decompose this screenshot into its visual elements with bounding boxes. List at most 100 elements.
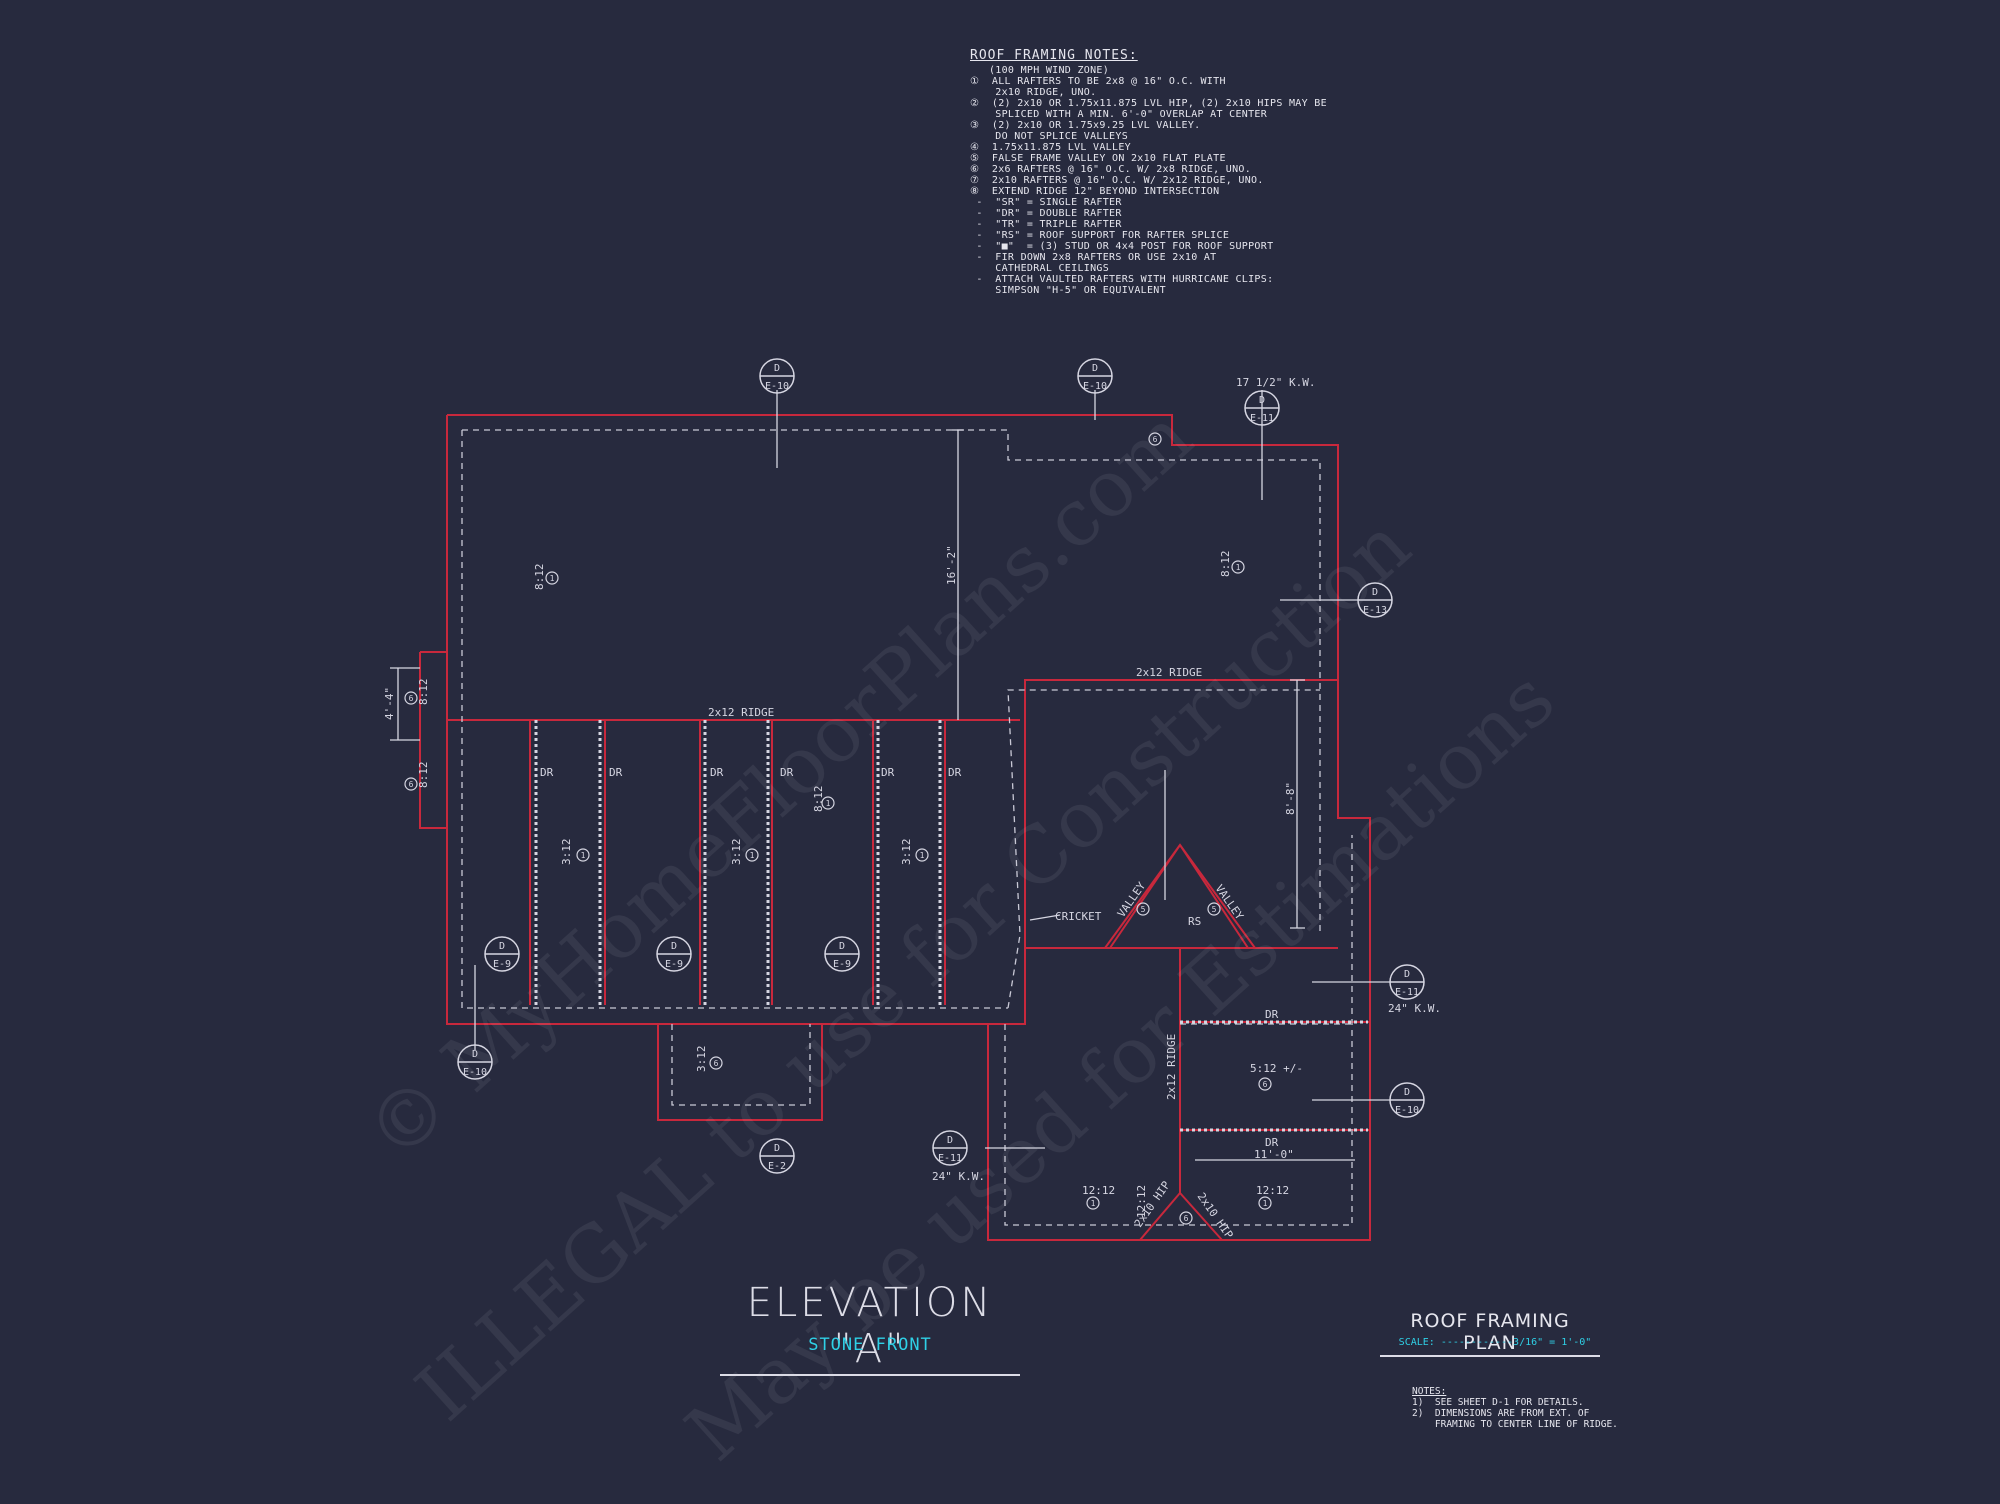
section-letter: D [774,363,780,374]
slope-label: 8:12 [417,679,430,706]
slope-label: 3:12 [900,839,913,866]
slope-label: 12:12 [1082,1184,1115,1197]
slope-label: 8:12 [1219,551,1232,578]
note-number: 6 [409,780,414,789]
double-rafters [534,720,1368,1132]
note-number: 6 [409,694,414,703]
section-sheet: E-11 [938,1153,962,1164]
roof-note-line: ⑥ 2x6 RAFTERS @ 16" O.C. W/ 2x8 RIDGE, U… [970,164,1252,175]
roof-note-line: 2x10 RIDGE, UNO. [970,87,1097,98]
note-number: 6 [1184,1214,1189,1223]
section-sheet: E-9 [493,959,511,970]
section-sheet: E-10 [1083,381,1107,392]
note-number: 5 [1141,905,1146,914]
plan-scale: SCALE: ------------3/16" = 1'-0" [1398,1337,1592,1348]
slope-label: 12:12 [1256,1184,1289,1197]
roof-note-line: - "SR" = SINGLE RAFTER [970,197,1122,208]
slope-label: 5:12 +/- [1250,1062,1303,1075]
footer-notes-heading: NOTES: [1412,1386,1447,1397]
roof-note-line: - "■" = (3) STUD OR 4x4 POST FOR ROOF SU… [970,241,1274,252]
section-sheet: E-11 [1395,987,1419,998]
dimension-label: 4'-4" [383,687,396,720]
section-letter: D [671,941,677,952]
roof-note-line: CATHEDRAL CEILINGS [970,263,1110,274]
roof-note-line: - "TR" = TRIPLE RAFTER [970,219,1122,230]
elevation-subtitle: STONE FRONT [808,1335,932,1355]
roof-note-line: - "RS" = ROOF SUPPORT FOR RAFTER SPLICE [970,230,1230,241]
note-number: 1 [920,851,925,860]
footer-notes: NOTES: 1) SEE SHEET D-1 FOR DETAILS. 2) … [1412,1386,1618,1430]
ridge-vertical-label: 2x12 RIDGE [1165,1034,1178,1100]
slope-label: 8:12 [533,564,546,591]
slope-label: 12:12 [1135,1185,1148,1218]
section-letter: D [1092,363,1098,374]
section-letter: D [1404,1087,1410,1098]
note-number: 5 [1212,905,1217,914]
section-letter: D [947,1135,953,1146]
section-letter: D [1372,587,1378,598]
section-sheet: E-13 [1363,605,1387,616]
slope-label: 3:12 [730,839,743,866]
slope-label: 8:12 [417,762,430,789]
dimension-label: 11'-0" [1254,1148,1294,1161]
roof-note-line: ① ALL RAFTERS TO BE 2x8 @ 16" O.C. WITH [970,76,1226,87]
dr-label: DR [540,766,554,779]
roof-note-line: ⑤ FALSE FRAME VALLEY ON 2x10 FLAT PLATE [970,153,1226,164]
roof-note-line: ④ 1.75x11.875 LVL VALLEY [970,142,1131,153]
roof-notes-list: (100 MPH WIND ZONE)① ALL RAFTERS TO BE 2… [970,65,1390,296]
roof-note-line: DO NOT SPLICE VALLEYS [970,131,1129,142]
dr-label: DR [1265,1008,1279,1021]
plan-title: ROOF FRAMING PLAN [1380,1310,1600,1357]
note-number: 1 [550,574,555,583]
roof-note-line: ⑧ EXTEND RIDGE 12" BEYOND INTERSECTION [970,186,1220,197]
section-sheet: E-9 [665,959,683,970]
footer-note-line: 2) DIMENSIONS ARE FROM EXT. OF [1412,1408,1590,1419]
footer-note-line: FRAMING TO CENTER LINE OF RIDGE. [1412,1419,1618,1430]
roof-note-line: - "DR" = DOUBLE RAFTER [970,208,1122,219]
note-number: 6 [1153,435,1158,444]
note-number: 1 [750,851,755,860]
section-sheet: E-11 [1250,413,1274,424]
dr-label: DR [710,766,724,779]
note-number: 6 [714,1059,719,1068]
kneewall-label: 24" K.W. [1388,1002,1441,1015]
roof-support-label: RS [1188,915,1201,928]
roof-note-line: (100 MPH WIND ZONE) [970,65,1110,76]
roof-note-line: ⑦ 2x10 RAFTERS @ 16" O.C. W/ 2x12 RIDGE,… [970,175,1264,186]
roof-notes-title: ROOF FRAMING NOTES: [970,48,1138,63]
footer-note-line: 1) SEE SHEET D-1 FOR DETAILS. [1412,1397,1584,1408]
section-letter: D [1404,969,1410,980]
section-sheet: E-10 [463,1067,487,1078]
kneewall-label: 17 1/2" K.W. [1236,376,1315,389]
ridge-main-label: 2x12 RIDGE [708,706,774,719]
roof-framing-notes: ROOF FRAMING NOTES: (100 MPH WIND ZONE)①… [970,48,1390,296]
note-callout-circles [404,432,1272,1225]
dimension-lines [390,390,1390,1161]
section-callouts [457,358,1425,1174]
dimension-label: 8'-8" [1284,782,1297,815]
section-letter: D [774,1143,780,1154]
slope-label: 8:12 [812,786,825,813]
section-sheet: E-2 [768,1161,786,1172]
dr-label: DR [609,766,623,779]
roof-note-line: - ATTACH VAULTED RAFTERS WITH HURRICANE … [970,274,1274,285]
note-number: 1 [1091,1199,1096,1208]
section-letter: D [1259,395,1265,406]
note-number: 6 [1263,1080,1268,1089]
section-sheet: E-10 [765,381,789,392]
dr-label: DR [780,766,794,779]
note-number: 1 [826,799,831,808]
roof-note-line: SPLICED WITH A MIN. 6'-0" OVERLAP AT CEN… [970,109,1268,120]
slope-label: 3:12 [560,839,573,866]
note-number: 1 [1263,1199,1268,1208]
roof-outline [419,414,1371,1241]
kneewall-label: 24" K.W. [932,1170,985,1183]
dr-label: DR [881,766,895,779]
elevation-title: ELEVATION "A" [720,1280,1020,1376]
roof-note-line: ③ (2) 2x10 OR 1.75x9.25 LVL VALLEY. [970,120,1201,131]
plan-text: 2x12 RIDGE 2x12 RIDGE 2x12 RIDGE DR DR D… [383,376,1441,1241]
roof-note-line: SIMPSON "H-5" OR EQUIVALENT [970,285,1166,296]
section-letter: D [839,941,845,952]
